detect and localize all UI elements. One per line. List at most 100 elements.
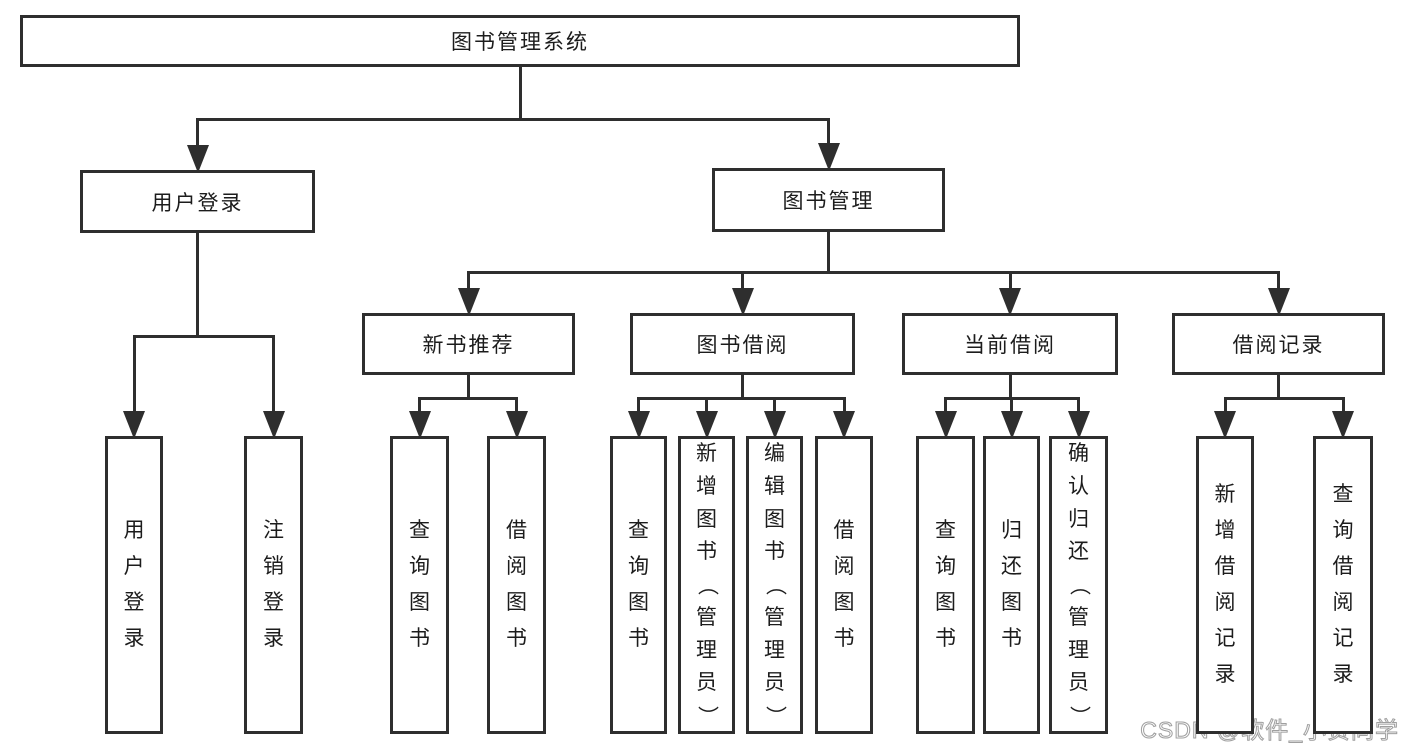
node-label-char: 图 [764,507,785,531]
node-label-char: 销 [263,555,284,578]
node-label-char: 管 [764,605,785,629]
node-label-char: 户 [123,555,145,578]
edge-arrowhead [934,411,957,439]
node-label-char: 编 [764,442,785,465]
edge-arrowhead [833,411,855,439]
edge-arrowhead [1332,411,1354,439]
edge-arrowhead [1067,411,1090,439]
edge-line [518,67,522,121]
node-label-char: 员 [696,671,717,695]
node-label-char: 查 [935,519,956,542]
node-label-char: 书 [628,627,649,650]
edge-line [637,397,640,416]
node-label-char: 图 [696,507,717,531]
edge-line [1277,271,1280,293]
node-label: 确认归还（管理员） [1052,439,1105,731]
node-label-char: 查 [1332,483,1354,506]
node-label-char: 理 [764,638,785,662]
edge-line [272,335,275,416]
node-label-char: （ [1067,574,1091,596]
node-label: 借阅图书 [490,439,543,731]
node-label: 新书推荐 [422,334,515,357]
node-label-char: 增 [1214,519,1236,542]
node-label-char: 图 [409,591,430,614]
node-label-char: 书 [696,540,717,564]
edge-line [827,118,830,148]
node-label-char: 书 [935,627,956,650]
node-cb-return-books: 归还图书 [983,436,1040,734]
node-user-login: 用户登录 [80,170,315,233]
node-label-char: 查 [409,519,430,542]
node-label: 查询图书 [613,439,664,731]
node-label-char: 归 [1068,507,1089,531]
node-label: 查询图书 [919,439,972,731]
edge-line [1008,375,1012,400]
node-label-char: 记 [1332,627,1354,650]
edge-arrowhead [262,411,285,439]
node-cb-query-books: 查询图书 [916,436,975,734]
node-label-char: 书 [764,540,785,564]
node-new-book-recommend: 新书推荐 [362,313,575,375]
node-label: 查询借阅记录 [1316,439,1370,731]
node-bb-borrow-books: 借阅图书 [815,436,873,734]
edge-line [944,397,947,416]
node-book-management: 图书管理 [712,168,945,232]
edge-line [773,397,776,416]
node-label-char: 借 [1332,555,1354,578]
edge-arrowhead [1214,411,1236,439]
edge-arrowhead [505,411,528,439]
edge-line [132,335,136,416]
node-label-char: 确 [1068,442,1089,465]
node-label-char: 图 [935,591,956,614]
edge-line [705,397,708,416]
node-nb-query-books: 查询图书 [390,436,449,734]
node-br-add-record: 新增借阅记录 [1196,436,1254,734]
node-label-char: 新 [696,442,717,465]
node-bb-query-books: 查询图书 [610,436,667,734]
node-label-char: 询 [935,555,956,578]
edge-line [1223,397,1345,400]
edge-line [196,118,199,150]
edge-arrowhead [408,411,431,439]
node-label-char: 借 [1214,555,1236,578]
node-label-char: 书 [409,627,430,650]
edge-arrowhead [627,411,650,439]
node-label: 新增借阅记录 [1199,439,1251,731]
node-cb-confirm-return: 确认归还（管理员） [1049,436,1108,734]
node-label-char: 登 [263,591,284,614]
edge-line [1077,397,1080,416]
node-label-char: 辑 [764,474,785,498]
node-label: 借阅记录 [1232,334,1325,357]
node-label: 归还图书 [986,439,1037,731]
node-label-char: 询 [409,555,430,578]
node-label-char: 书 [833,627,855,650]
node-label-char: ） [763,705,787,727]
node-label-char: 还 [1001,555,1022,578]
node-label-char: 借 [506,519,527,542]
edge-line [467,375,470,400]
edge-line [842,397,846,416]
node-label-char: 图 [833,591,855,614]
node-bb-add-books: 新增图书（管理员） [678,436,735,734]
node-label: 查询图书 [393,439,446,731]
edge-line [1341,397,1345,416]
edge-line [1277,375,1280,400]
node-label-char: 记 [1214,627,1236,650]
edge-line [132,335,275,338]
node-label: 图书管理系统 [451,31,589,54]
edge-line [741,375,744,400]
node-label-char: 录 [1332,663,1354,686]
node-label-char: 理 [1068,638,1089,662]
node-user-login-leaf: 用户登录 [105,436,163,734]
node-label-char: 阅 [833,555,855,578]
node-label-char: 录 [263,627,284,650]
node-label: 用户登录 [151,191,244,215]
node-label-char: 管 [696,605,717,629]
edge-line [827,232,830,274]
node-label-char: （ [695,574,719,596]
node-label-char: 阅 [1214,591,1236,614]
edge-arrowhead [763,411,786,439]
node-label-char: 书 [506,627,527,650]
edge-line [515,397,518,416]
